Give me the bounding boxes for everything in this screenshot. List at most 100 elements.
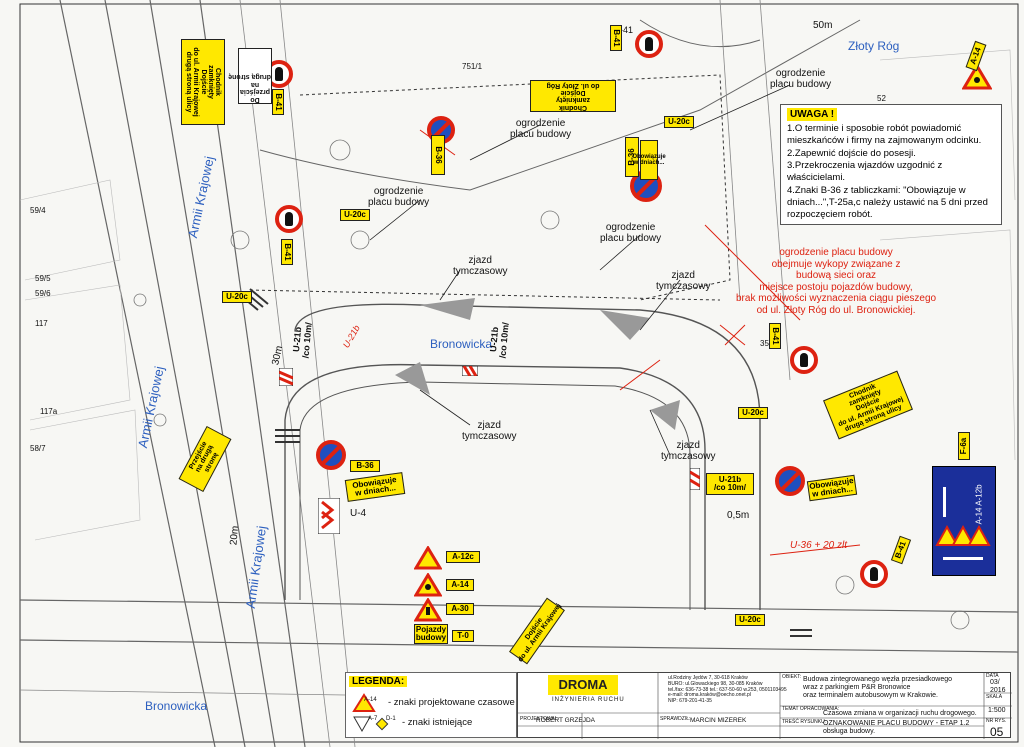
notes-item: 4.Znaki B-36 z tabliczkami: "Obowiązuje … xyxy=(787,184,988,221)
legend-sample: D-1 xyxy=(386,716,396,722)
barrier-board-icon xyxy=(279,368,293,386)
object-label: OBIEKT: xyxy=(782,674,802,680)
date-value: 03/ 2016 xyxy=(990,679,1006,695)
sign-code-u20c: U-20c xyxy=(222,291,252,303)
designer-label: PROJEKTOWAŁ: xyxy=(520,716,559,722)
parcel-number: 52 xyxy=(877,94,886,103)
plate-obowiazuje: Obowiązuje w dniach... xyxy=(632,140,666,180)
sign-code-b41: B-41 xyxy=(610,25,622,51)
scale-value: 1:500 xyxy=(988,707,1006,714)
legend-title: LEGENDA: xyxy=(349,676,408,687)
sign-code-u21b: U-21b /co 10m/ xyxy=(488,321,511,359)
sign-code-b41: B-41 xyxy=(272,89,284,115)
no-pedestrians-sign-icon xyxy=(635,30,663,58)
parcel-number: 58/7 xyxy=(30,444,46,453)
plate-sidewalk-closed: Chodnik zamknięty Dojście do ul. Armii K… xyxy=(181,39,225,125)
legend: LEGENDA: A-14 - znaki projektowane czaso… xyxy=(345,672,517,738)
red-annotation: ogrodzenie placu budowy obejmuje wykopy … xyxy=(736,247,937,316)
plate-pojazdy-budowy: Pojazdy budowy xyxy=(414,624,448,644)
sign-code-a30: A-30 xyxy=(446,603,474,615)
handwritten-note: U-36 + 20 zlt xyxy=(790,540,847,551)
scale-label: SKALA xyxy=(986,694,1003,700)
barrier-board-icon xyxy=(462,366,478,376)
sign-code-b41: B-41 xyxy=(769,323,781,349)
date-label: DATA xyxy=(986,673,999,679)
roadworks-sign-icon xyxy=(962,64,992,90)
parcel-number: B-41 xyxy=(614,25,634,35)
roadworks-sign-icon xyxy=(414,573,442,597)
topic-label: TEMAT OPRACOWANIA: xyxy=(782,706,840,712)
parcel-number: 59/4 xyxy=(30,206,46,215)
parcel-number: 59/5 xyxy=(35,274,51,283)
no-stopping-sign-icon xyxy=(316,440,346,470)
chevron-board-icon xyxy=(318,498,340,534)
sign-code-t0: T-0 xyxy=(452,630,474,642)
legend-item: - znaki projektowane czasowe xyxy=(388,697,515,708)
lane-diagram-icon xyxy=(935,487,991,560)
notes-box: UWAGA ! 1.O terminie i sposobie robót po… xyxy=(780,104,1002,225)
fence-label: ogrodzenie placu budowy xyxy=(368,186,430,208)
warning-sign-icon xyxy=(414,546,442,570)
company-logo: DROMA xyxy=(548,675,618,695)
drawing-label: TREŚĆ RYSUNKU: xyxy=(782,719,827,725)
designer-name: ROBERT GRZEJDA xyxy=(536,717,595,724)
dimension-50m: 50m xyxy=(813,20,833,31)
plate-sidewalk-closed: Chodnik zamknięty Dojście do ul. Złoty R… xyxy=(530,80,616,112)
sign-code-u20c: U-20c xyxy=(340,209,370,221)
street-label-zloty-rog: Złoty Róg xyxy=(848,39,900,53)
temporary-entry-label: zjazd tymczasowy xyxy=(462,420,517,442)
parcel-number: 751/1 xyxy=(462,62,483,71)
notes-title: UWAGA ! xyxy=(787,108,838,121)
sheet-number-label: NR RYS. xyxy=(986,718,1007,724)
company-address: ul.Rodziny Jędów 7, 30-618 Kraków BURO: … xyxy=(668,675,787,704)
temporary-entry-label: zjazd tymczasowy xyxy=(453,255,508,277)
object-text: Budowa zintegrowanego węzła przesiadkowe… xyxy=(803,676,953,700)
dimension-0-5m: 0,5m xyxy=(727,510,750,521)
notes-item: 2.Zapewnić dojście do posesji. xyxy=(787,147,916,159)
temporary-entry-label: zjazd tymczasowy xyxy=(656,270,711,292)
no-stopping-sign-icon xyxy=(775,466,805,496)
parcel-number: 117 xyxy=(35,319,48,328)
fence-label: ogrodzenie placu budowy xyxy=(510,118,572,140)
sign-code-f6a: F-6a xyxy=(958,432,970,460)
dimension-20m: 20m xyxy=(228,525,242,546)
plate-access: Do przejścia na drugą stronę xyxy=(228,48,272,104)
sign-code-b36: B-36 xyxy=(431,135,445,175)
sign-code-a14: A-14 xyxy=(446,579,474,591)
fence-label: ogrodzenie placu budowy xyxy=(770,68,832,90)
fence-label: ogrodzenie placu budowy xyxy=(600,222,662,244)
legend-sample: A-7 xyxy=(368,716,378,722)
sign-code-a12c: A-12c xyxy=(446,551,480,563)
no-pedestrians-sign-icon xyxy=(860,560,888,588)
topic-text: Czasowa zmiana w organizacji ruchu drogo… xyxy=(823,710,977,717)
notes-item: 3.Przekroczenia wjazdów uzgodnić z właśc… xyxy=(787,160,943,184)
checker-name: MARCIN MIZEREK xyxy=(690,717,747,724)
advance-sign-panel xyxy=(932,466,996,576)
title-block: DROMA INŻYNIERIA RUCHU ul.Rodziny Jędów … xyxy=(517,672,1012,739)
company-subtitle: INŻYNIERIA RUCHU xyxy=(552,697,625,703)
sheet-number: 05 xyxy=(990,725,1004,739)
sign-code-b36: B-36 xyxy=(350,460,380,472)
drawing-text: OZNAKOWANIE PLACU BUDOWY - ETAP 1.2 obsł… xyxy=(823,720,970,736)
parcel-number: 35 xyxy=(760,339,769,348)
street-label-bronowicka: Bronowicka xyxy=(145,699,208,713)
sign-code-u4: U-4 xyxy=(350,508,367,519)
existing-sign-icon xyxy=(353,716,389,733)
sign-code-b41: B-41 xyxy=(281,239,293,265)
no-pedestrians-sign-icon xyxy=(790,346,818,374)
legend-item: - znaki istniejące xyxy=(402,717,473,728)
parcel-number: 117a xyxy=(40,407,58,416)
sign-code-u20c: U-20c xyxy=(664,116,694,128)
sign-code-u20c: U-20c xyxy=(738,407,768,419)
legend-sample: A-14 xyxy=(364,697,377,703)
street-label-bronowicka: Bronowicka xyxy=(430,337,493,351)
warning-sign-icon xyxy=(414,598,442,622)
title-block-grid xyxy=(518,673,1012,739)
no-pedestrians-sign-icon xyxy=(275,205,303,233)
notes-item: 1.O terminie i sposobie robót powiadomić… xyxy=(787,123,982,147)
parcel-number: 59/6 xyxy=(35,289,51,298)
sign-code-u21b: U-21b /co 10m/ xyxy=(706,473,754,495)
sign-code-u21b: U-21b /co 10m/ xyxy=(291,321,314,359)
temporary-entry-label: zjazd tymczasowy xyxy=(661,440,716,462)
